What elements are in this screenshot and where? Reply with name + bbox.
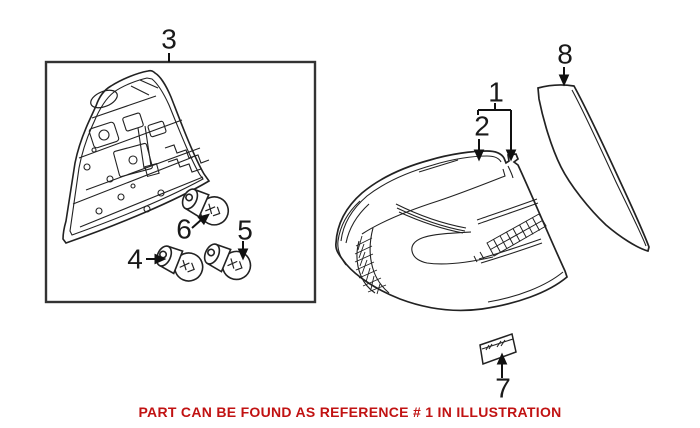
- callout-label-5: 5: [237, 214, 253, 246]
- callout-label-1: 1: [488, 76, 504, 108]
- leader-6: [191, 219, 202, 229]
- arrowhead-2: [473, 149, 485, 162]
- part-1-2-lens-assembly: [335, 150, 568, 312]
- part-4-bulb: [151, 239, 208, 287]
- callout-label-6: 6: [176, 213, 192, 245]
- lens-grid-texture: [473, 213, 547, 263]
- callout-label-3: 3: [161, 23, 177, 55]
- arrowhead-4: [154, 253, 167, 265]
- part-3-housing: [62, 69, 211, 244]
- callout-label-8: 8: [557, 38, 573, 70]
- parts-box-outline: [44, 60, 317, 304]
- part-8-trim-blade: [537, 84, 650, 253]
- reference-caption: PART CAN BE FOUND AS REFERENCE # 1 IN IL…: [138, 404, 562, 420]
- callout-label-4: 4: [127, 243, 143, 275]
- arrowhead-6: [197, 213, 210, 226]
- leader-1: [477, 103, 512, 151]
- arrowhead-7: [496, 352, 508, 365]
- arrowhead-5: [237, 248, 249, 261]
- arrowhead-1: [505, 149, 517, 162]
- lens-crosshatch: [354, 235, 387, 295]
- callout-label-2: 2: [474, 110, 490, 142]
- callout-label-7: 7: [495, 372, 511, 404]
- part-7-plate: [479, 333, 517, 366]
- arrowhead-8: [558, 74, 570, 87]
- callout-arrows: [146, 53, 570, 378]
